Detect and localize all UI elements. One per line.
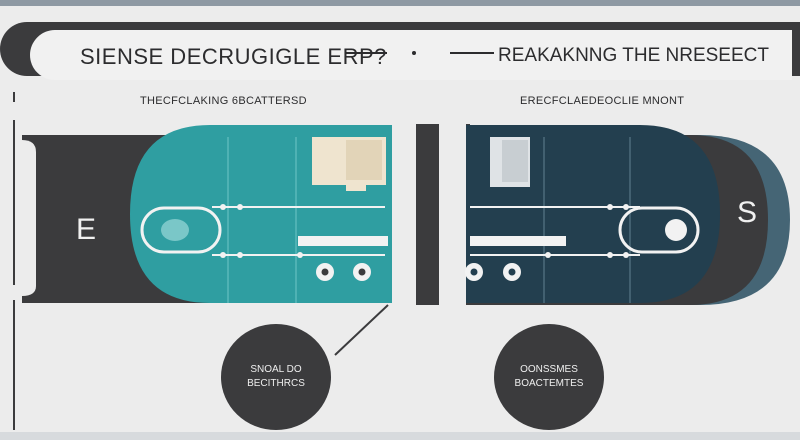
right-circle-label: OONSSMES BOACTEMTES	[494, 324, 604, 430]
left-circle-label: SNOAL DO BECITHRCS	[221, 324, 331, 430]
left-edge-line-bottom	[13, 300, 15, 430]
left-node-3	[220, 252, 226, 258]
top-strip	[0, 0, 800, 6]
right-side-letter: S	[737, 196, 758, 229]
right-node-3	[545, 252, 551, 258]
left-cream-base	[346, 185, 366, 191]
right-slider-bar	[470, 236, 566, 246]
right-capsule	[618, 206, 700, 254]
header-dot	[412, 51, 416, 55]
header-right-title: REAKAKNNG THE NRESEECT	[498, 45, 769, 66]
bottom-strip	[0, 432, 800, 440]
left-slider-bar	[298, 236, 388, 246]
right-circle-line2: BOACTEMTES	[514, 378, 584, 389]
left-capsule-knob	[161, 219, 189, 241]
right-wheel-1-hub	[470, 268, 478, 276]
left-edge-line-top	[13, 92, 15, 102]
left-wheel-2-hub	[358, 268, 366, 276]
subtitle-left: THECFCLAKING 6BCATTERSD	[140, 95, 307, 107]
right-circle-line1: OONSSMES	[520, 364, 578, 375]
header-pill	[30, 30, 792, 80]
left-capsule	[140, 206, 222, 254]
right-node-4	[607, 252, 613, 258]
left-wheel-1-hub	[321, 268, 329, 276]
left-side-letter: E	[76, 213, 97, 246]
left-node-1	[220, 204, 226, 210]
header-left-title: SIENSE DECRUGIGLE ERP?	[80, 44, 387, 69]
left-node-5	[297, 252, 303, 258]
header-dash-right	[450, 52, 494, 54]
left-panel-notch	[22, 140, 36, 296]
connector-line	[334, 304, 389, 356]
left-circle-line2: BECITHRCS	[247, 378, 305, 389]
left-node-2	[237, 204, 243, 210]
left-edge-line	[13, 120, 15, 285]
header-dash-left	[345, 52, 387, 54]
right-node-5	[623, 252, 629, 258]
right-node-1	[607, 204, 613, 210]
right-capsule-knob	[665, 219, 687, 241]
right-node-2	[623, 204, 629, 210]
subtitle-right: ERECFCLAEDEOCLIE MNONT	[520, 95, 685, 107]
right-wheel-2-hub	[508, 268, 516, 276]
left-circle-line1: SNOAL DO	[250, 364, 302, 375]
left-cream-box-inner	[346, 140, 382, 180]
left-node-4	[237, 252, 243, 258]
right-light-box-shade	[502, 140, 528, 182]
center-bar-left	[416, 124, 439, 305]
